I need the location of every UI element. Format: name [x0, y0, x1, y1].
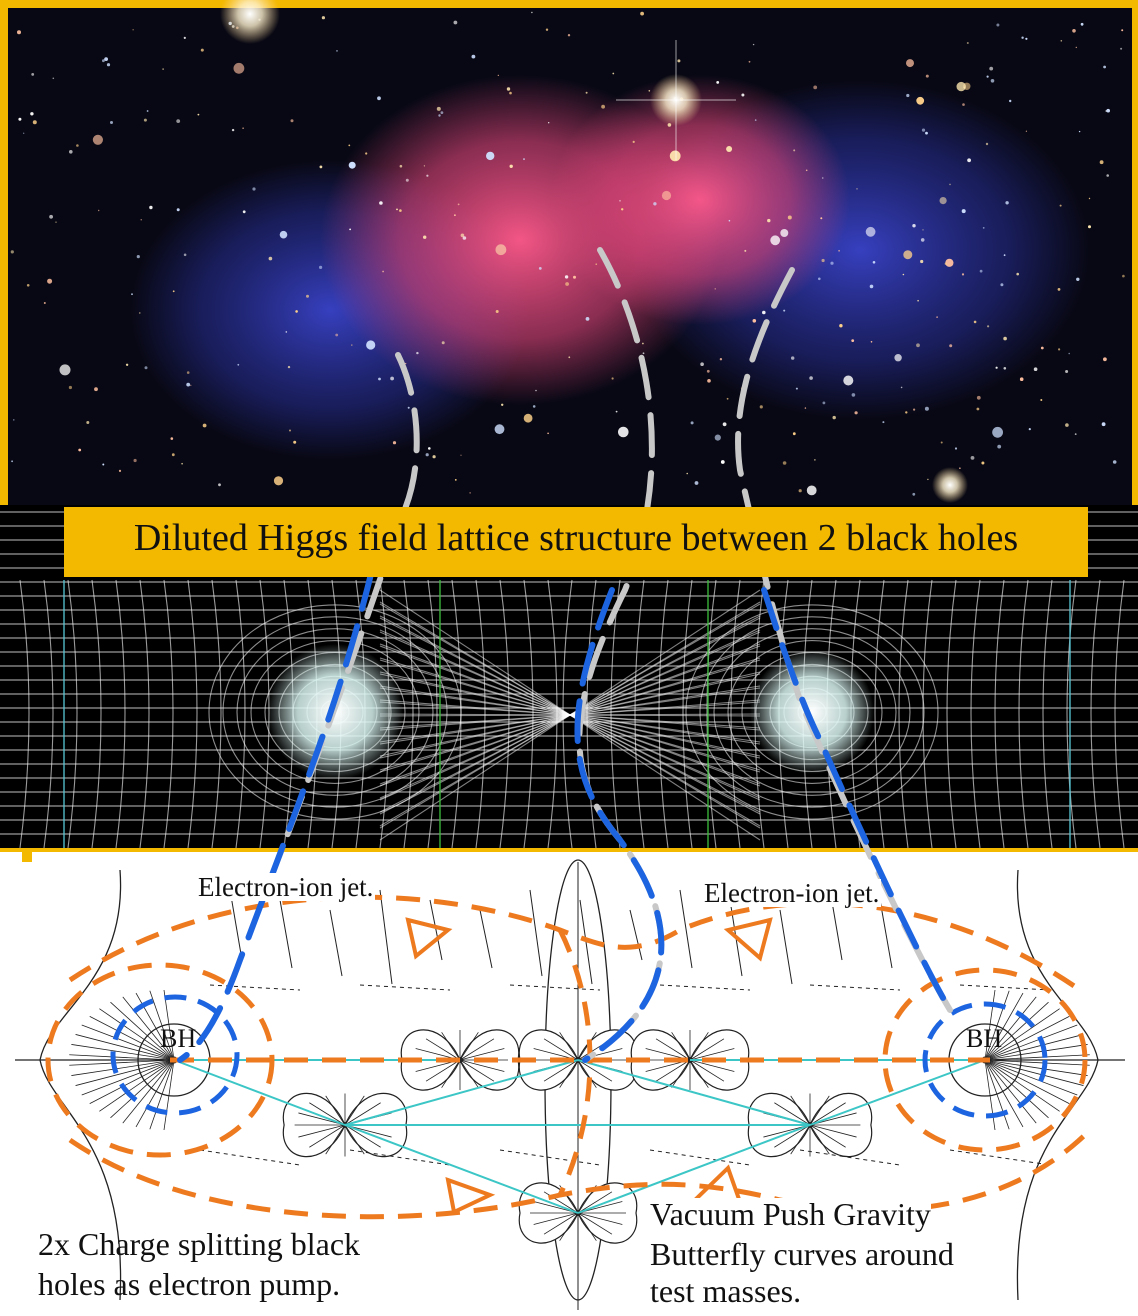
caption-right-line-1: Vacuum Push Gravity [650, 1196, 931, 1232]
space-panel [0, 0, 1138, 505]
banner-title: Diluted Higgs field lattice structure be… [133, 517, 1019, 559]
bh-label-left: BH [160, 1024, 197, 1053]
star-field [10, 11, 1125, 496]
diagram-panel [0, 848, 1138, 1311]
caption-right-line-2: Butterfly curves around [650, 1236, 954, 1272]
caption-left-line-1: 2x Charge splitting black [38, 1226, 361, 1262]
caption-left-line-2: holes as electron pump. [38, 1266, 341, 1302]
title-banner [64, 507, 1088, 577]
jet-label-left: Electron-ion jet. [196, 872, 376, 902]
caption-right-line-3: test masses. [650, 1273, 802, 1309]
bh-label-right: BH [966, 1024, 1003, 1053]
black-hole-right-glow [750, 650, 874, 774]
jet-label-right: Electron-ion jet. [702, 878, 882, 908]
